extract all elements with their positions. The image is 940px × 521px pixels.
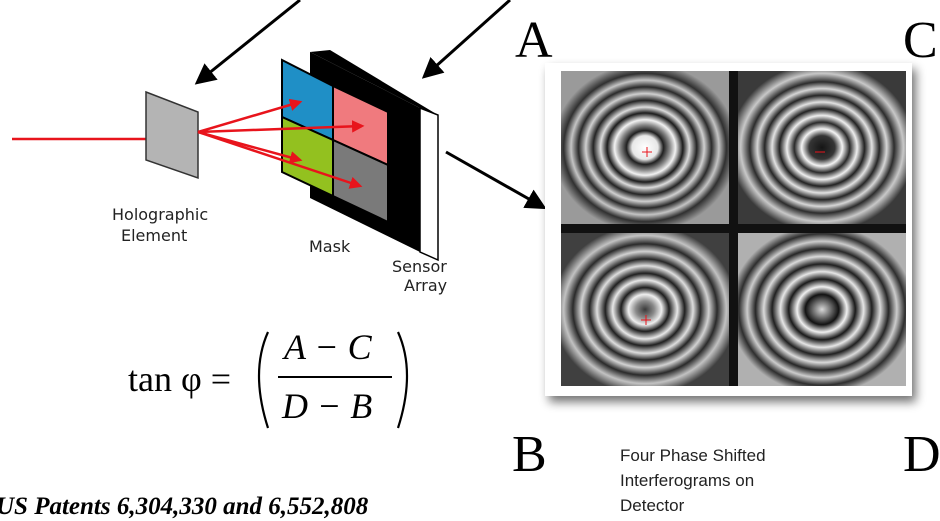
holographic-element — [145, 90, 199, 180]
interferogram-c — [738, 71, 906, 224]
quadrant-label-d: D — [903, 426, 940, 483]
pointer-arrow-to-holographic — [194, 0, 301, 85]
mask-label: Mask — [309, 237, 351, 256]
interferogram-a — [561, 71, 729, 224]
holographic-label: Holographic Element — [112, 205, 213, 245]
detector-caption: Four Phase Shifted Interferograms on Det… — [620, 446, 770, 515]
svg-text:tan φ =: tan φ = — [128, 359, 231, 399]
split-beams — [197, 98, 365, 189]
pointer-arrow-to-detector — [445, 150, 547, 210]
svg-text:D − B: D − B — [281, 386, 372, 426]
pointer-arrow-to-mask — [421, 0, 511, 79]
patent-footnote: US Patents 6,304,330 and 6,552,808 — [0, 493, 369, 520]
quadrant-label-b: B — [512, 426, 547, 483]
sensor-array-label: Sensor Array — [392, 257, 452, 295]
svg-text:A − C: A − C — [282, 327, 373, 367]
interferogram-b — [561, 233, 729, 386]
interferogram-image — [561, 71, 906, 386]
interferogram-d — [738, 233, 906, 386]
quadrant-label-a: A — [515, 12, 553, 69]
phase-formula: tan φ = A − C D − B — [128, 327, 409, 429]
quadrant-label-c: C — [903, 12, 938, 69]
